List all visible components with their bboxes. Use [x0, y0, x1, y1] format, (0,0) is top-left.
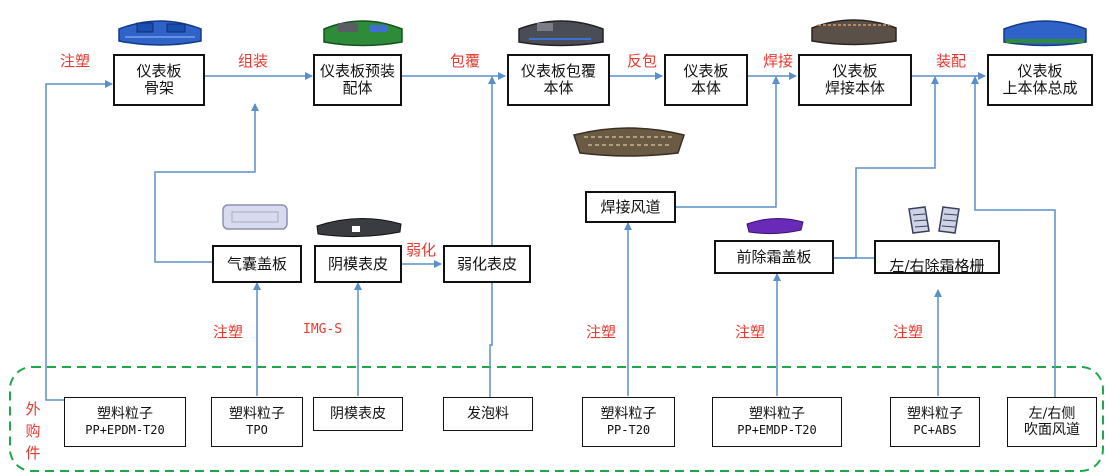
label-weakening: 弱化 — [406, 241, 437, 259]
box-dashboard-frame: 仪表板骨架 — [113, 54, 205, 106]
box-foam: 发泡料 — [443, 397, 533, 431]
box-dashboard-preassembly: 仪表板预装配体 — [313, 54, 402, 106]
box-negative-skin-purchased: 阴模表皮 — [313, 397, 403, 431]
label-injection-frame: 注塑 — [60, 52, 91, 70]
label-img-s: IMG-S — [303, 322, 343, 337]
box-airbag-cover: 气囊盖板 — [212, 245, 302, 283]
box-weakened-skin: 弱化表皮 — [443, 245, 531, 283]
defrost-grille-picture — [908, 206, 960, 234]
welded-body-picture — [811, 19, 897, 46]
box-weld-duct: 焊接风道 — [585, 191, 676, 223]
frame-picture — [118, 20, 202, 46]
box-negative-skin: 阴模表皮 — [314, 245, 402, 283]
box-defrost-cover: 前除霜盖板 — [714, 240, 834, 274]
label-assembly: 组装 — [238, 52, 269, 70]
arrow-pellet-to-frame — [45, 80, 113, 401]
box-side-duct: 左/右侧吹面风道 — [1007, 397, 1097, 447]
box-dashboard-body: 仪表板本体 — [664, 54, 748, 106]
defrost-cover-picture — [746, 218, 804, 235]
arrow-sideduct-to-fitting — [971, 76, 1056, 397]
label-reverse-wrap: 反包 — [627, 52, 658, 70]
label-injection-airbag: 注塑 — [213, 323, 244, 341]
wrapped-body-picture — [518, 20, 604, 47]
airbag-cover-picture — [222, 204, 288, 230]
label-wrapping: 包覆 — [450, 52, 481, 70]
label-injection-grille: 注塑 — [893, 323, 924, 341]
preassembly-picture — [323, 20, 403, 47]
label-fitting: 装配 — [936, 52, 967, 70]
box-dashboard-wrapped-body: 仪表板包覆本体 — [507, 54, 610, 106]
arrow-airbag-to-preassembly — [154, 103, 259, 263]
box-dashboard-upper-assembly: 仪表板上本体总成 — [987, 54, 1093, 106]
label-welding: 焊接 — [763, 52, 794, 70]
purchased-parts-label: 外购件 — [25, 400, 41, 462]
body-picture — [573, 127, 685, 157]
arrow-foam-to-wrapping — [488, 76, 496, 397]
box-defrost-grille: 左/右除霜格栅 — [874, 240, 1000, 275]
label-injection-duct: 注塑 — [586, 323, 617, 341]
label-injection-defrost: 注塑 — [735, 323, 766, 341]
box-dashboard-welded-body: 仪表板焊接本体 — [798, 54, 912, 106]
upper-assembly-picture — [1003, 20, 1087, 47]
purchased-parts-boundary — [9, 366, 1104, 472]
negative-skin-picture — [316, 218, 402, 238]
arrow-duct-to-welding — [676, 76, 780, 208]
